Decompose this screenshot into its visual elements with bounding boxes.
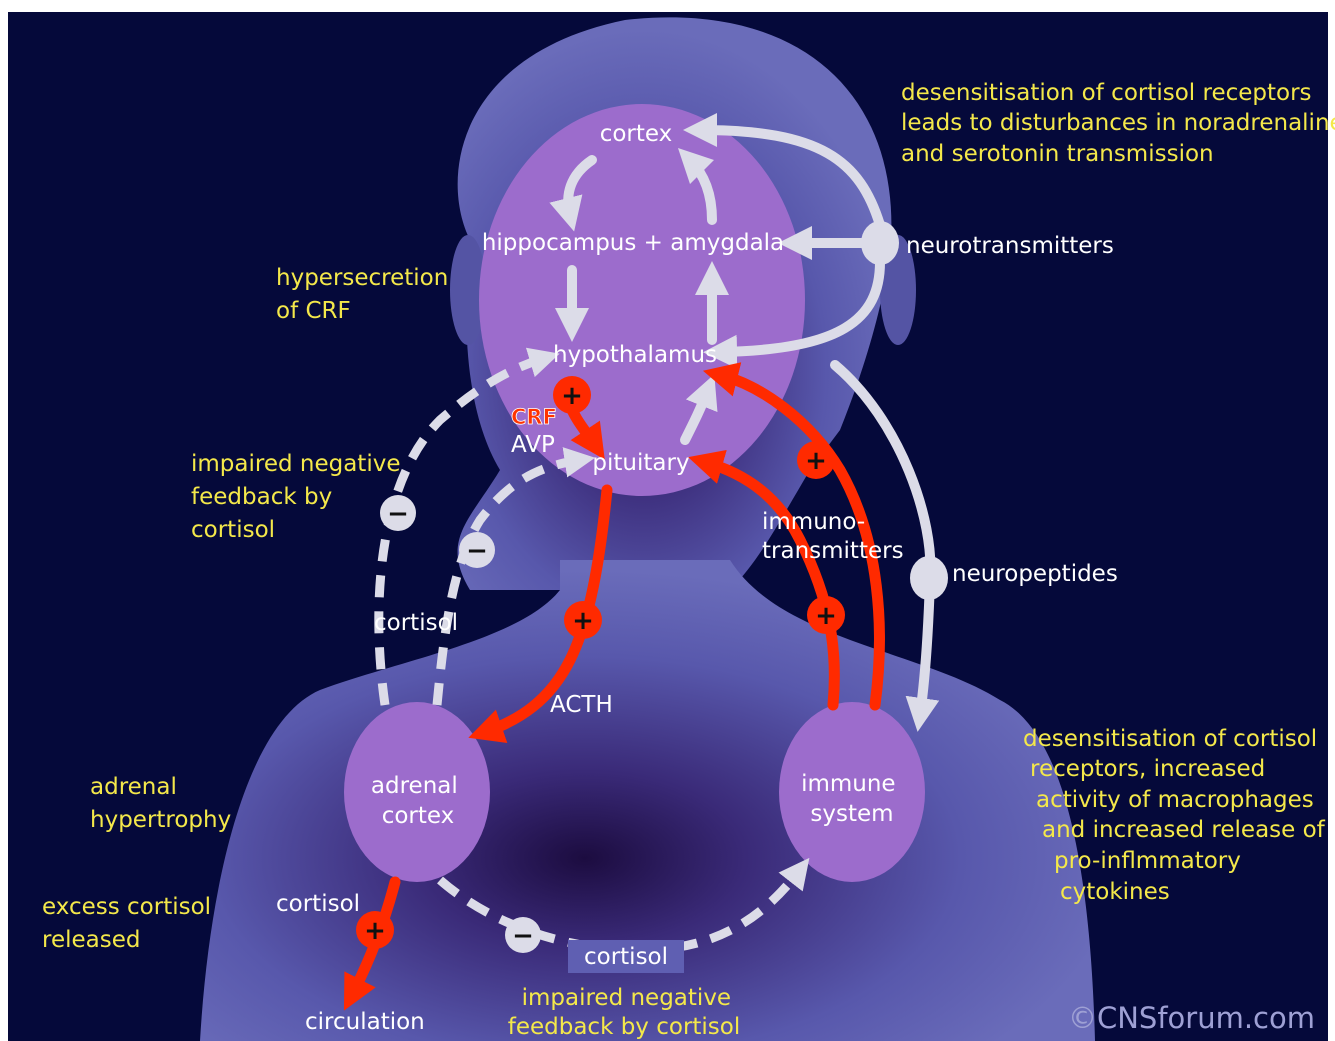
- plus-sign: +: [561, 381, 583, 411]
- minus-sign: −: [512, 921, 534, 951]
- crf-label: CRF: [511, 405, 557, 429]
- cortisol-adrenal-label: cortisol: [276, 891, 360, 917]
- cortex-label: cortex: [600, 121, 673, 147]
- neurotransmitters-label: neurotransmitters: [906, 233, 1114, 259]
- neuropeptides-label: neuropeptides: [952, 561, 1118, 587]
- minus-badge-left-inner: −: [459, 532, 495, 568]
- plus-badge-immune-pituitary: +: [807, 596, 845, 634]
- cortisol-bottom-label: cortisol: [584, 944, 668, 970]
- pituitary-label: pituitary: [592, 450, 689, 476]
- plus-badge-crf: +: [553, 376, 591, 414]
- plus-sign: +: [572, 606, 594, 636]
- neuropeptide-dot: [910, 556, 948, 600]
- minus-sign: −: [466, 536, 488, 566]
- plus-sign: +: [364, 916, 386, 946]
- acth-label: ACTH: [550, 692, 613, 718]
- copyright-label: ©CNSforum.com: [1068, 1001, 1315, 1035]
- plus-badge-circulation: +: [356, 911, 394, 949]
- plus-badge-acth: +: [564, 601, 602, 639]
- cortisol-left-label: cortisol: [374, 610, 458, 636]
- hypothalamus-label: hypothalamus: [553, 342, 717, 368]
- neurotransmitter-dot: [861, 221, 899, 265]
- avp-label: AVP: [511, 432, 555, 458]
- hippocampus-amygdala-label: hippocampus + amygdala: [482, 230, 784, 256]
- plus-badge-immune-hypothalamus: +: [797, 441, 835, 479]
- circulation-label: circulation: [305, 1009, 425, 1035]
- plus-sign: +: [815, 601, 837, 631]
- minus-badge-bottom: −: [505, 917, 541, 953]
- plus-sign: +: [805, 446, 827, 476]
- minus-sign: −: [387, 499, 409, 529]
- minus-badge-left-outer: −: [380, 495, 416, 531]
